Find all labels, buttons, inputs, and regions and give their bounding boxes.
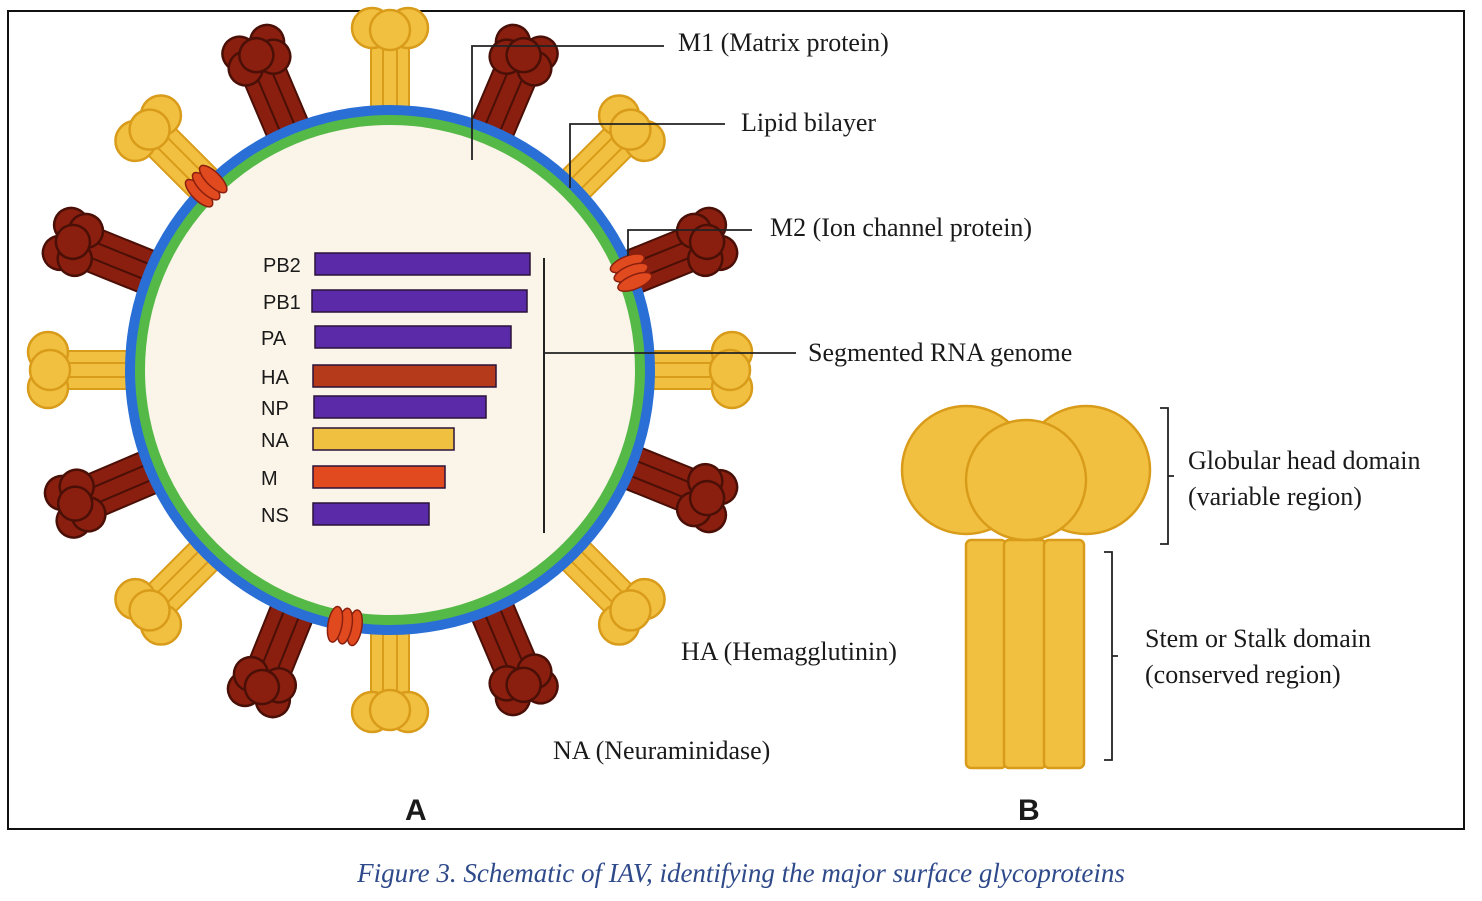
segment-bar-pa — [314, 325, 512, 349]
m2-channels — [184, 164, 653, 647]
segment-label-pa: PA — [261, 328, 287, 350]
ha-spike — [26, 330, 146, 410]
ha-spike — [350, 614, 430, 734]
label-head-variable: (variable region) — [1188, 482, 1362, 511]
leader-lines — [471, 45, 796, 354]
ha-spike — [634, 330, 754, 410]
segment-label-pb2: PB2 — [263, 255, 301, 277]
label-lipid-bilayer: Lipid bilayer — [741, 108, 876, 137]
segment-bar-pb1 — [311, 289, 528, 313]
ha-head-center — [964, 418, 1088, 542]
segment-bar-np — [313, 395, 487, 419]
segment-bar-na — [312, 427, 455, 451]
label-stem-conserved: (conserved region) — [1145, 660, 1341, 689]
label-m2: M2 (Ion channel protein) — [770, 213, 1032, 242]
label-rna-genome: Segmented RNA genome — [808, 338, 1072, 367]
m2-channel — [184, 164, 228, 208]
label-head-domain: Globular head domain — [1188, 446, 1421, 475]
m2-channel — [609, 253, 653, 292]
segment-bar-pb2 — [314, 252, 531, 276]
segment-bar-ha — [312, 364, 497, 388]
label-stem-domain: Stem or Stalk domain — [1145, 624, 1371, 653]
ha-stem-left — [964, 538, 1008, 770]
ha-spike — [350, 6, 430, 126]
m2-channel — [326, 605, 364, 647]
ha-stem-right — [1042, 538, 1086, 770]
segment-bar-ns — [312, 502, 430, 526]
ha-stem-middle — [1002, 538, 1048, 770]
segment-label-ha: HA — [261, 367, 289, 389]
segment-label-ns: NS — [261, 505, 289, 527]
domain-brackets — [1104, 407, 1174, 761]
segment-label-m: M — [261, 468, 278, 490]
segment-label-na: NA — [261, 430, 289, 452]
panel-label-a: A — [405, 794, 427, 827]
label-na: NA (Neuraminidase) — [553, 736, 770, 765]
ha-spike — [550, 94, 666, 210]
segment-label-pb1: PB1 — [263, 292, 301, 314]
segment-bar-m — [312, 465, 446, 489]
label-ha: HA (Hemagglutinin) — [681, 637, 897, 666]
label-m1: M1 (Matrix protein) — [678, 28, 889, 57]
segment-label-np: NP — [261, 398, 289, 420]
ha-spike — [114, 530, 230, 646]
ha-trimer — [900, 404, 1152, 770]
figure-caption: Figure 3. Schematic of IAV, identifying … — [357, 858, 1125, 888]
panel-label-b: B — [1018, 794, 1040, 827]
